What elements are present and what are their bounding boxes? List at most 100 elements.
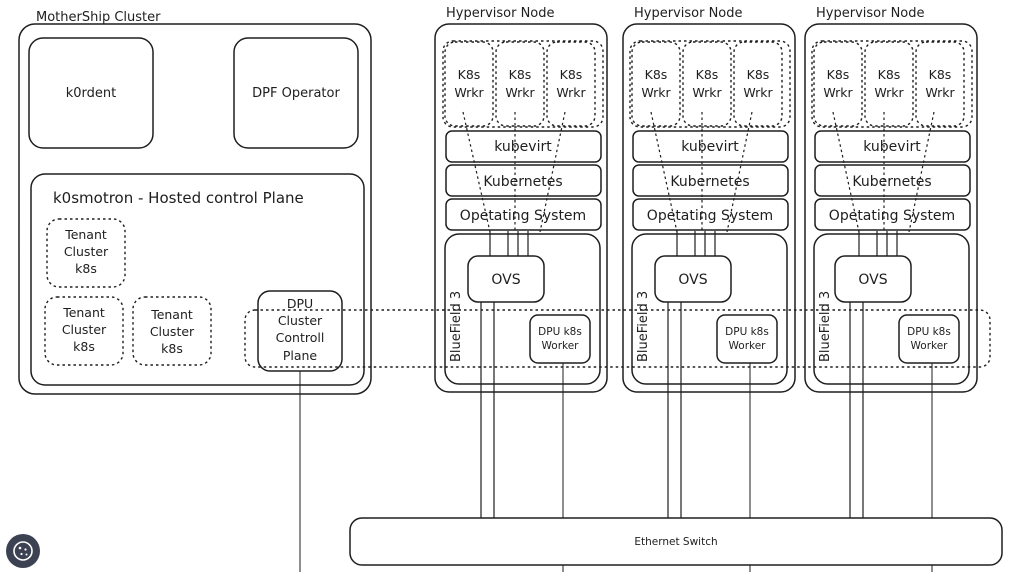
k8s-worker-line: Wrkr [692, 85, 722, 100]
k8s-worker-line: K8s [929, 67, 952, 82]
os-label: Opetating System [829, 208, 955, 224]
k8s-worker-line: Wrkr [556, 85, 586, 100]
dpf-operator-label: DPF Operator [252, 86, 340, 101]
dpu-cluster-control-plane: DPU Cluster Controll Plane [257, 290, 343, 372]
tenant-cluster-line: Tenant [62, 305, 105, 320]
k8s-worker-line: K8s [827, 67, 850, 82]
ethernet-switch-label: Ethernet Switch [634, 536, 717, 548]
vm-links [650, 111, 753, 256]
k8s-worker-box [813, 41, 863, 127]
vm-links [462, 111, 566, 256]
dpu-control-plane-line: Controll [276, 330, 325, 345]
k8s-worker-box [546, 41, 596, 127]
tenant-cluster-line: Tenant [64, 227, 107, 242]
worker-group [629, 40, 791, 128]
mothership-frame [18, 23, 372, 395]
k8s-worker-line: Wrkr [925, 85, 955, 100]
hypervisor-frame [804, 23, 978, 393]
tenant-cluster-line: k8s [161, 341, 183, 356]
bluefield-label: BlueField 3 [636, 291, 651, 362]
dpu-worker-box [716, 314, 778, 364]
dpu-worker-box [898, 314, 960, 364]
tenant-cluster-line: k8s [75, 261, 97, 276]
bluefield-box [813, 233, 970, 385]
tenant-cluster-box [44, 296, 124, 366]
k8s-worker-line: K8s [747, 67, 770, 82]
hosted-control-plane-box [30, 173, 365, 386]
kubernetes-label: Kubernetes [670, 174, 749, 190]
k8s-worker-line: K8s [458, 67, 481, 82]
bluefield-label: BlueField 3 [818, 291, 833, 362]
k8s-worker-box [733, 41, 783, 127]
k8s-worker-line: K8s [696, 67, 719, 82]
hypervisor-title: Hypervisor Node [816, 6, 925, 21]
dpu-worker-line: DPU k8s [538, 326, 582, 338]
os-layer [814, 198, 971, 231]
kubevirt-label: kubevirt [681, 139, 739, 155]
k0rdent-label: k0rdent [66, 86, 117, 101]
dpu-worker-line: Worker [911, 340, 949, 352]
dpu-worker-box [529, 314, 591, 364]
k8s-worker-line: Wrkr [874, 85, 904, 100]
mothership-cluster: MotherShip Cluster k0rdent DPF Operator … [18, 10, 372, 395]
ethernet-switch-box [349, 517, 1003, 566]
worker-group [811, 40, 973, 128]
k8s-worker-box [864, 41, 914, 127]
os-layer [632, 198, 789, 231]
k8s-worker-line: K8s [560, 67, 583, 82]
k8s-worker-line: Wrkr [743, 85, 773, 100]
tenant-cluster-line: Cluster [150, 324, 195, 339]
ovs-label: OVS [491, 272, 520, 288]
tenant-cluster-line: Cluster [62, 322, 107, 337]
cookie-settings-button[interactable] [6, 534, 40, 568]
tenant-cluster-line: Tenant [150, 307, 193, 322]
dpu-control-plane-line: Plane [283, 348, 318, 363]
os-label: Opetating System [460, 208, 586, 224]
tenant-cluster-line: Cluster [64, 244, 109, 259]
bluefield-box [631, 233, 788, 385]
k8s-worker-line: Wrkr [505, 85, 535, 100]
k8s-worker-line: Wrkr [823, 85, 853, 100]
tenant-cluster-2: Tenant Cluster k8s [44, 296, 124, 366]
mothership-title: MotherShip Cluster [36, 10, 161, 25]
ovs-label: OVS [858, 272, 887, 288]
kubevirt-layer [445, 130, 602, 163]
kubernetes-label: Kubernetes [852, 174, 931, 190]
kubernetes-layer [445, 164, 602, 197]
bluefield-label: BlueField 3 [449, 291, 464, 362]
k8s-worker-line: K8s [645, 67, 668, 82]
hypervisor-node-2: Hypervisor Node K8s Wrkr K8s Wrkr K8s Wr… [622, 6, 796, 572]
cookie-icon [13, 541, 33, 561]
kubevirt-label: kubevirt [494, 139, 552, 155]
ovs-label: OVS [678, 272, 707, 288]
dpu-worker-line: Worker [729, 340, 767, 352]
os-label: Opetating System [647, 208, 773, 224]
dpu-worker-line: DPU k8s [725, 326, 769, 338]
dpu-worker-line: Worker [542, 340, 580, 352]
ovs-box [654, 255, 732, 303]
hypervisor-node-3: Hypervisor Node K8s Wrkr K8s Wrkr K8s Wr… [804, 6, 978, 572]
k8s-worker-line: K8s [509, 67, 532, 82]
hypervisor-title: Hypervisor Node [446, 6, 555, 21]
tenant-cluster-line: k8s [73, 339, 95, 354]
k8s-worker-box [631, 41, 681, 127]
k8s-worker-box [495, 41, 545, 127]
kubevirt-layer [814, 130, 971, 163]
tenant-cluster-3: Tenant Cluster k8s [132, 296, 212, 366]
dpu-plane-band [244, 309, 991, 368]
dpf-operator-box [233, 37, 359, 149]
tenant-cluster-1: Tenant Cluster k8s [46, 218, 126, 288]
k8s-worker-box [444, 41, 494, 127]
k8s-worker-line: Wrkr [454, 85, 484, 100]
os-layer [445, 198, 602, 231]
worker-group [442, 40, 604, 128]
hosted-control-plane-title: k0smotron - Hosted control Plane [53, 189, 304, 207]
kubernetes-layer [632, 164, 789, 197]
dpu-control-plane-line: DPU [287, 296, 313, 311]
hypervisor-node-1: Hypervisor Node K8s Wrkr K8s Wrkr K8s Wr… [434, 6, 608, 572]
hypervisor-title: Hypervisor Node [634, 6, 743, 21]
vm-links [832, 111, 935, 256]
ovs-box [834, 255, 912, 303]
